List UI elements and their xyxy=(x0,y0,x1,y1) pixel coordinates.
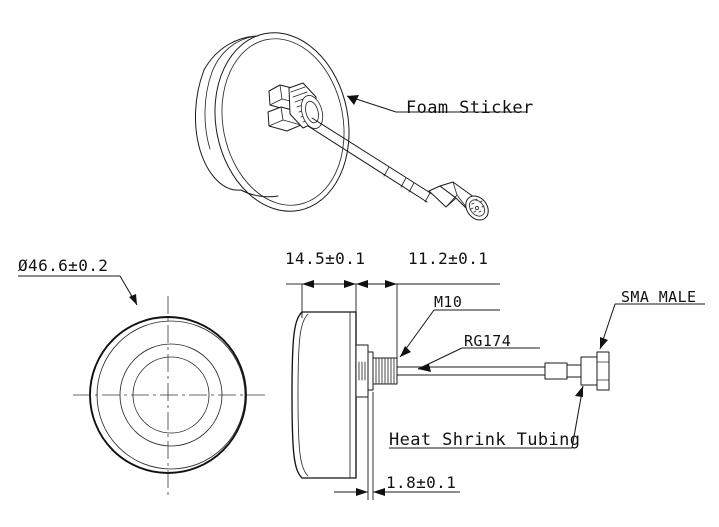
rg174-label: RG174 xyxy=(464,332,512,350)
side-profile-view xyxy=(286,280,705,500)
foam-sticker-leader xyxy=(346,95,527,113)
sma-male-label: SMA MALE xyxy=(621,288,697,306)
iso-sma-connector xyxy=(428,181,489,221)
rg174-leader xyxy=(417,347,540,372)
dimension-stud-length xyxy=(356,280,500,360)
sma-male-leader xyxy=(599,303,705,350)
stud-length-dimension-label: 11.2±0.1 xyxy=(408,249,489,268)
heat-shrink-tubing-label: Heat Shrink Tubing xyxy=(389,430,581,450)
m10-leader xyxy=(399,309,500,358)
side-nut-assembly xyxy=(355,344,398,398)
side-sma-connector xyxy=(580,351,610,391)
front-view-circular xyxy=(18,275,268,497)
diameter-dimension-label: Ø46.6±0.2 xyxy=(18,256,109,275)
body-thickness-dimension-label: 14.5±0.1 xyxy=(285,249,366,268)
dimension-body-thickness xyxy=(286,280,372,320)
iso-nut-assembly xyxy=(267,82,324,132)
diameter-leader xyxy=(18,275,138,306)
dimension-washer-thickness xyxy=(334,392,460,500)
m10-label: M10 xyxy=(434,293,463,311)
heat-shrink-leader xyxy=(389,385,584,449)
isometric-assembly-view xyxy=(195,32,527,221)
washer-thickness-dimension-label: 1.8±0.1 xyxy=(386,473,457,492)
iso-coax-cable xyxy=(307,117,433,203)
foam-sticker-label: Foam Sticker xyxy=(406,98,534,118)
side-coax-cable xyxy=(396,362,582,380)
